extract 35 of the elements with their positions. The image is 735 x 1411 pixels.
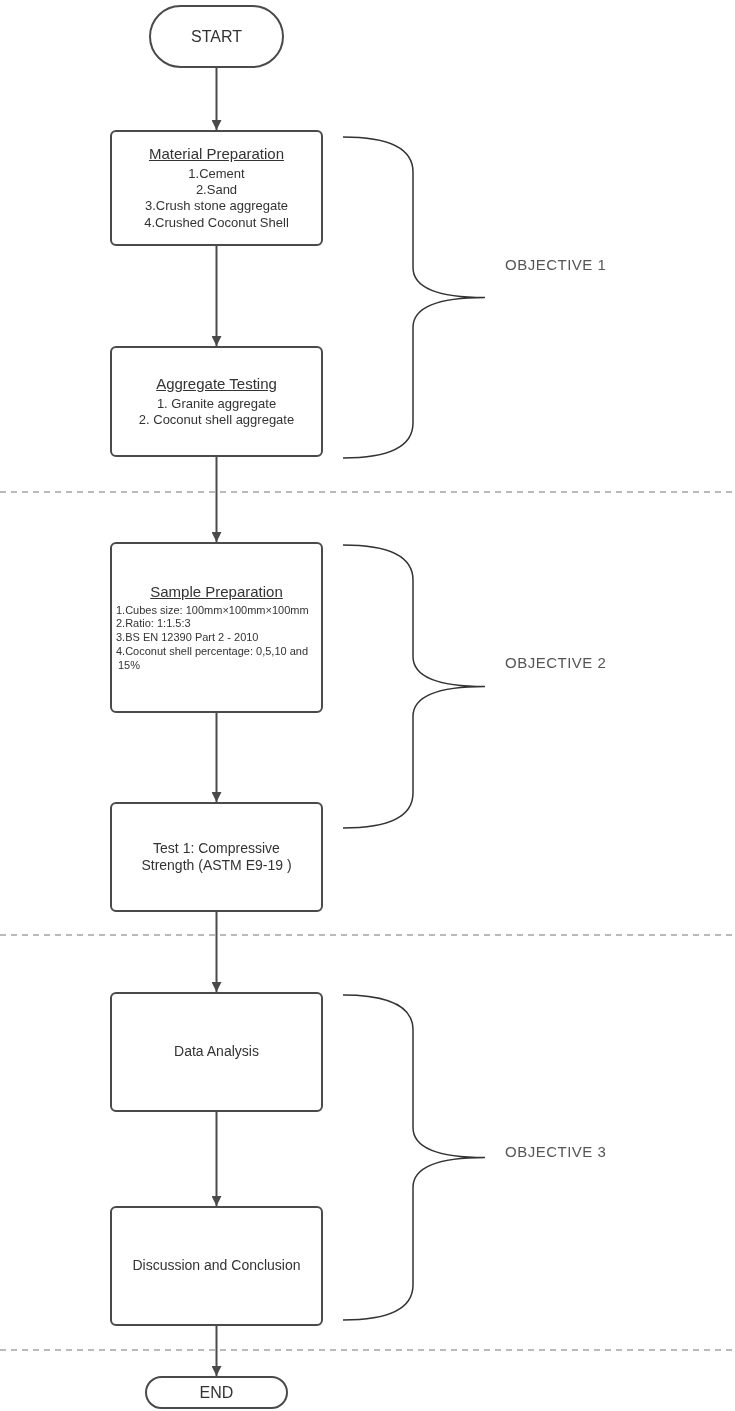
objective-label: OBJECTIVE 2 bbox=[505, 654, 607, 671]
list-item: 2.Sand bbox=[195, 182, 238, 199]
box-text: Test 1: Compressive Strength (ASTM E9-19 ) bbox=[140, 839, 293, 875]
arrow bbox=[211, 245, 222, 347]
process-box bbox=[110, 542, 323, 713]
arrow bbox=[211, 67, 222, 131]
list-item: 1.Cement bbox=[188, 165, 245, 183]
list-item: 1.Cubes size: 100mm×100mm×100mm bbox=[115, 603, 310, 618]
process-box bbox=[110, 1206, 323, 1326]
process-box bbox=[110, 802, 323, 912]
list-item: 4.Coconut shell percentage: 0,5,10 and 15% bbox=[115, 644, 310, 673]
list-item: 3.BS EN 12390 Part 2 - 2010 bbox=[115, 631, 260, 645]
terminal-box bbox=[145, 1376, 288, 1409]
process-box bbox=[110, 992, 323, 1112]
list-item: 2. Coconut shell aggregate bbox=[138, 411, 295, 429]
process-box bbox=[110, 346, 323, 457]
arrow bbox=[211, 456, 222, 543]
box-text: START bbox=[191, 26, 242, 47]
box-heading: Material Preparation bbox=[148, 145, 285, 164]
arrow bbox=[211, 1111, 222, 1207]
box-text: Discussion and Conclusion bbox=[132, 1257, 301, 1275]
objective-label: OBJECTIVE 3 bbox=[505, 1143, 607, 1160]
list-item: 2.Ratio: 1:1.5:3 bbox=[115, 617, 192, 631]
list-item: 3.Crush stone aggregate bbox=[144, 198, 289, 215]
box-heading: Sample Preparation bbox=[150, 582, 283, 602]
box-text: Data Analysis bbox=[174, 1043, 259, 1061]
arrow bbox=[211, 1325, 222, 1377]
process-box bbox=[110, 130, 323, 246]
objective-label: OBJECTIVE 1 bbox=[505, 256, 607, 273]
arrow bbox=[211, 712, 222, 803]
list-item: 4.Crushed Coconut Shell bbox=[144, 214, 289, 231]
box-heading: Aggregate Testing bbox=[156, 374, 277, 394]
list-item: 1. Granite aggregate bbox=[156, 395, 277, 412]
box-text: END bbox=[199, 1382, 234, 1403]
arrow bbox=[211, 911, 222, 993]
